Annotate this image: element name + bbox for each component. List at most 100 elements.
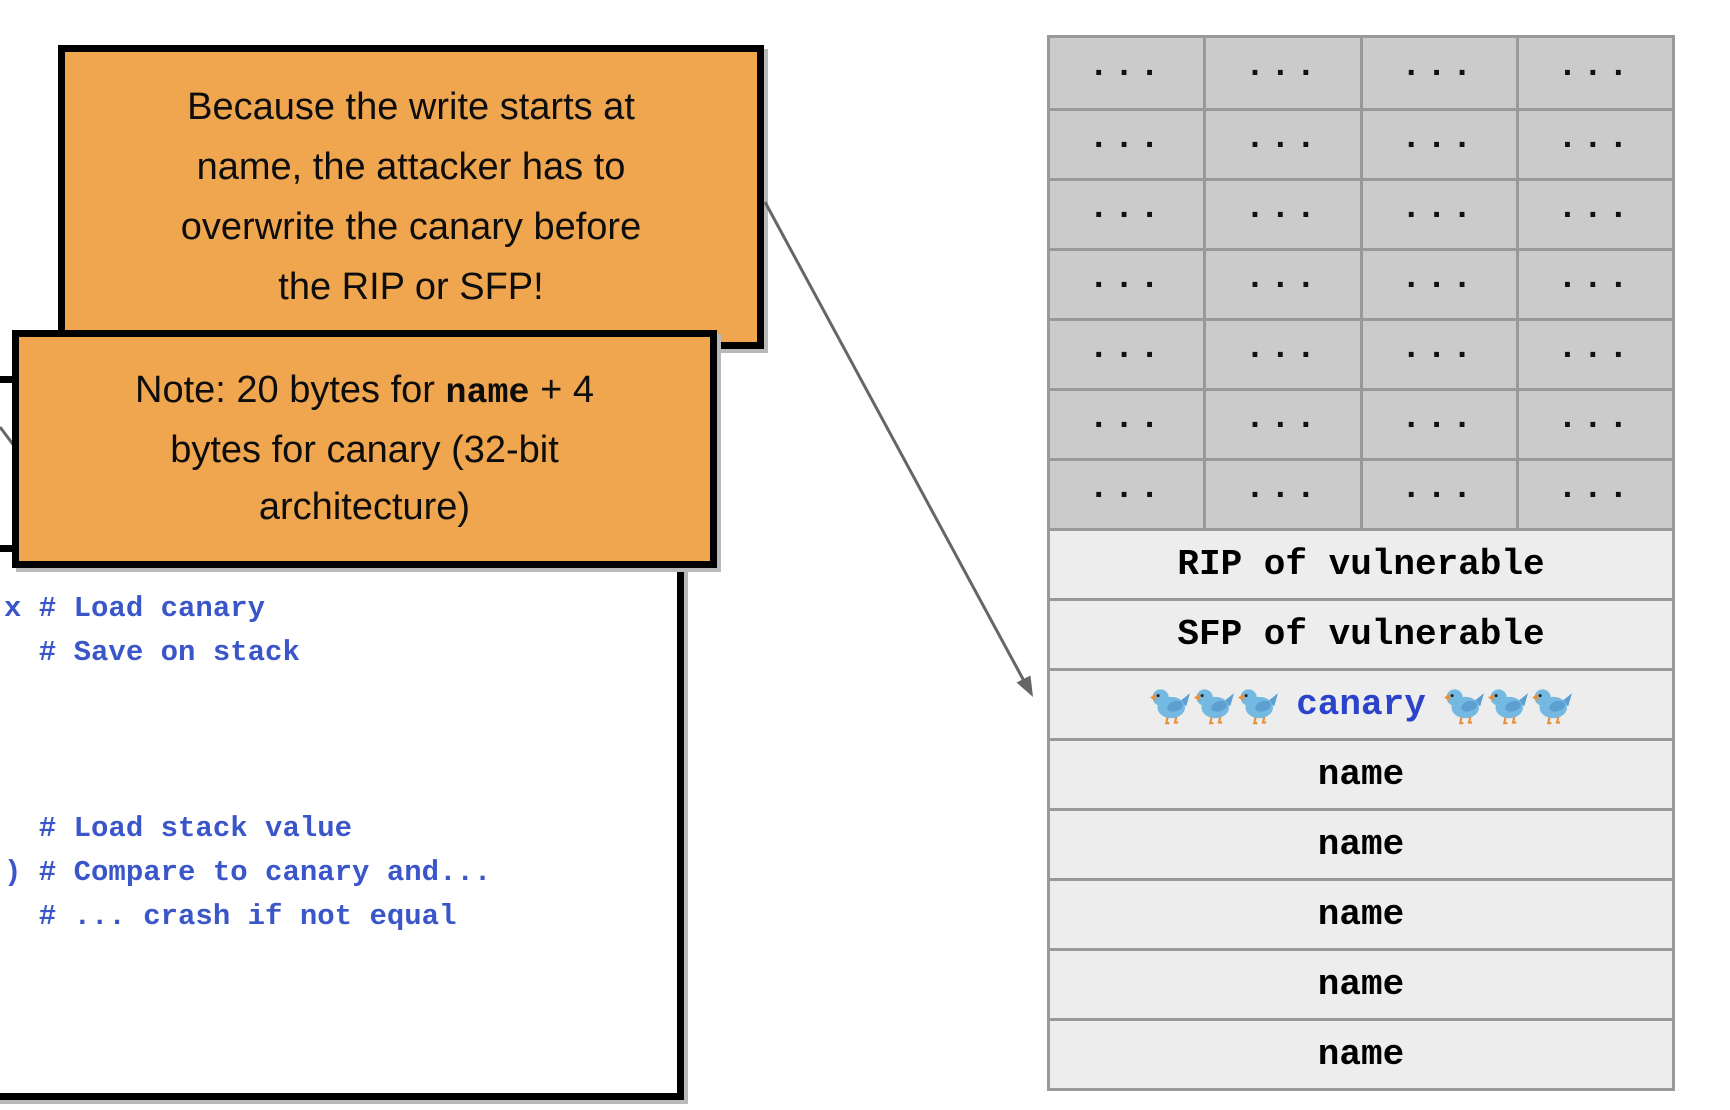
note-text-pre: Note: 20 bytes for — [135, 369, 446, 411]
memory-cell: ... — [1515, 111, 1672, 178]
code-listing: x # Load canary # Save on stack # Load s… — [4, 587, 491, 939]
dots: ... — [1557, 189, 1634, 228]
stack-memory-table: ... ... ... ... ... ... ... ... ... ... … — [1047, 35, 1675, 1091]
name-label: name — [1317, 894, 1405, 935]
dots: ... — [1557, 399, 1634, 438]
memory-cell: ... — [1515, 181, 1672, 248]
dots: ... — [1088, 469, 1165, 508]
memory-cell: ... — [1203, 38, 1359, 108]
name-label: name — [1317, 754, 1405, 795]
bird-icon — [1487, 688, 1528, 724]
callout-because-line: the RIP or SFP! — [278, 266, 544, 308]
dots: ... — [1557, 469, 1634, 508]
memory-cell: ... — [1515, 38, 1672, 108]
name-row: name — [1050, 948, 1672, 1018]
canary-label: canary — [1296, 684, 1426, 725]
dots: ... — [1557, 48, 1634, 86]
dots: ... — [1244, 329, 1321, 368]
name-row: name — [1050, 878, 1672, 948]
memory-dots-row: ... ... ... ... — [1050, 108, 1672, 178]
dots: ... — [1244, 469, 1321, 508]
dots: ... — [1088, 119, 1165, 158]
memory-cell: ... — [1203, 391, 1359, 458]
dots: ... — [1401, 399, 1478, 438]
dots: ... — [1244, 48, 1321, 86]
memory-cell: ... — [1203, 181, 1359, 248]
dots: ... — [1401, 259, 1478, 298]
memory-dots-row: ... ... ... ... — [1050, 388, 1672, 458]
dots: ... — [1244, 259, 1321, 298]
memory-cell: ... — [1203, 251, 1359, 318]
memory-cell: ... — [1359, 391, 1516, 458]
memory-cell: ... — [1203, 111, 1359, 178]
dots: ... — [1244, 119, 1321, 158]
dots: ... — [1557, 119, 1634, 158]
memory-cell: ... — [1359, 461, 1516, 528]
name-label: name — [1317, 824, 1405, 865]
code-line: x # Load canary — [4, 592, 266, 625]
callout-because-box: Because the write starts at name, the at… — [58, 45, 764, 349]
bird-icon — [1150, 688, 1191, 724]
note-code-name: name — [445, 373, 530, 413]
code-line: # Save on stack — [4, 636, 300, 669]
callout-note-line3: architecture) — [258, 486, 471, 528]
code-line — [4, 719, 491, 763]
dots: ... — [1401, 119, 1478, 158]
name-row: name — [1050, 1018, 1672, 1088]
sfp-row: SFP of vulnerable — [1050, 598, 1672, 668]
memory-dots-row: ... ... ... ... — [1050, 248, 1672, 318]
memory-cell: ... — [1203, 461, 1359, 528]
memory-cell: ... — [1515, 251, 1672, 318]
bird-icon — [1194, 688, 1235, 724]
memory-cell: ... — [1203, 321, 1359, 388]
memory-cell: ... — [1050, 251, 1203, 318]
note-text-post: + 4 — [529, 369, 594, 411]
name-label: name — [1317, 1034, 1405, 1075]
bird-icon — [1443, 688, 1484, 724]
cutoff-black-connector — [0, 376, 17, 383]
dots: ... — [1401, 189, 1478, 228]
memory-dots-row: ... ... ... ... — [1050, 458, 1672, 528]
memory-dots-row: ... ... ... ... — [1050, 318, 1672, 388]
dots: ... — [1088, 399, 1165, 438]
code-line: # Load stack value — [4, 812, 353, 845]
name-row: name — [1050, 738, 1672, 808]
code-line: ) # Compare to canary and... — [4, 856, 492, 889]
sfp-label: SFP of vulnerable — [1177, 614, 1545, 655]
callout-note-line1: Note: 20 bytes for name + 4 — [19, 362, 710, 422]
memory-cell: ... — [1050, 391, 1203, 458]
bird-icon — [1531, 688, 1572, 724]
canary-row: canary — [1050, 668, 1672, 738]
callout-because-line: Because the write starts at — [187, 86, 635, 128]
memory-cell: ... — [1050, 321, 1203, 388]
memory-cell: ... — [1359, 321, 1516, 388]
callout-because-line: overwrite the canary before — [180, 206, 642, 248]
memory-cell: ... — [1050, 38, 1203, 108]
code-line: # ... crash if not equal — [4, 900, 457, 933]
memory-dots-row: ... ... ... ... — [1050, 178, 1672, 248]
dots: ... — [1401, 329, 1478, 368]
memory-cell: ... — [1050, 181, 1203, 248]
memory-cell: ... — [1515, 461, 1672, 528]
memory-cell: ... — [1359, 251, 1516, 318]
bird-icon — [1238, 688, 1279, 724]
name-row: name — [1050, 808, 1672, 878]
dots: ... — [1557, 259, 1634, 298]
dots: ... — [1088, 329, 1165, 368]
code-line — [4, 763, 491, 807]
dots: ... — [1557, 329, 1634, 368]
name-label: name — [1317, 964, 1405, 1005]
memory-cell: ... — [1050, 461, 1203, 528]
memory-cell: ... — [1515, 391, 1672, 458]
callout-because-line: name, the attacker has to — [196, 146, 626, 188]
dots: ... — [1401, 48, 1478, 86]
callout-note-box: Note: 20 bytes for name + 4 bytes for ca… — [12, 330, 717, 568]
callout-note-line2: bytes for canary (32-bit — [170, 429, 559, 471]
dots: ... — [1244, 399, 1321, 438]
rip-label: RIP of vulnerable — [1177, 544, 1545, 585]
code-panel-box — [0, 545, 684, 1100]
code-line — [4, 675, 491, 719]
dots: ... — [1088, 189, 1165, 228]
dots: ... — [1088, 48, 1165, 86]
dots: ... — [1088, 259, 1165, 298]
